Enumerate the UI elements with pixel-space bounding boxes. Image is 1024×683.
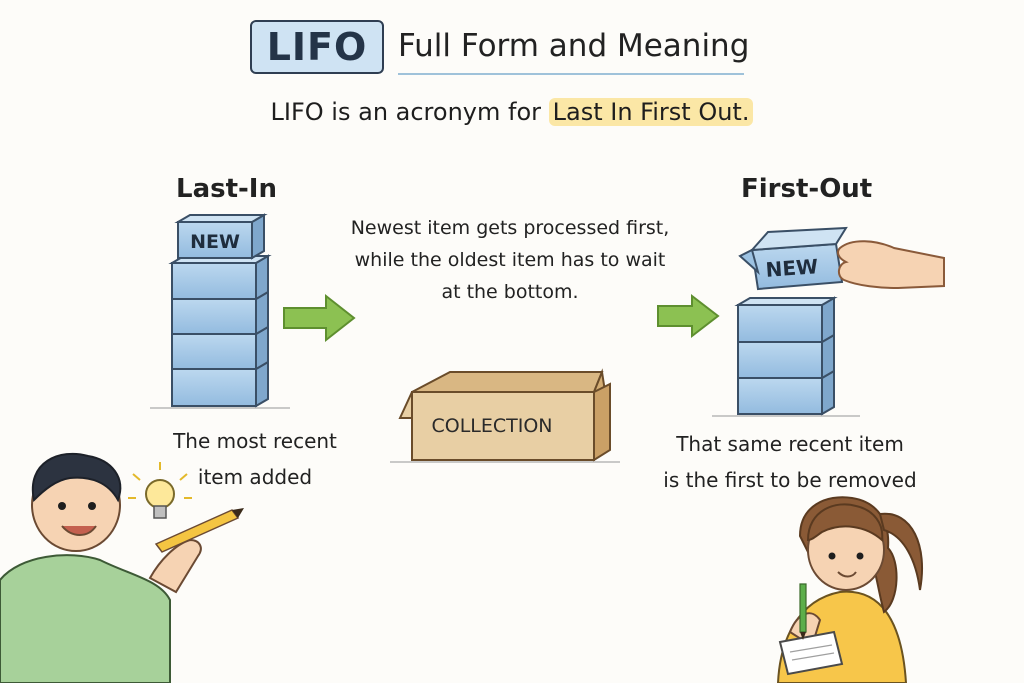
last-in-heading: Last-In [176,174,277,204]
subtitle: LIFO is an acronym for Last In First Out… [0,98,1024,126]
stack-box-3 [171,290,269,336]
pencil-icon-girl [799,583,807,640]
new-box-left [174,213,268,260]
title-underline [398,73,744,75]
right-stack-box-2 [737,333,835,380]
lightbulb-icon [128,462,192,519]
new-box-lifted [738,226,848,291]
right-stack-box-3 [737,369,835,416]
hand-icon [837,240,945,290]
center-explanation: Newest item gets processed first, while … [320,212,700,308]
right-caption-line-1: That same recent item [676,432,904,456]
right-caption: That same recent item is the first to be… [640,426,940,498]
center-line-3: at the bottom. [441,281,579,303]
pencil-icon [154,508,244,553]
left-caption-line-2: item added [197,465,313,489]
new-box-lifted-label: NEW [765,254,819,282]
left-caption-line-1: The most recent [173,429,337,453]
lifo-badge-text: LIFO [266,25,368,69]
right-arrow-icon-2 [657,293,720,339]
right-caption-line-2: is the first to be removed [663,468,917,492]
boy-illustration [0,452,202,683]
center-line-1: Newest item gets processed first, [350,217,670,239]
collection-label: COLLECTION [431,415,552,437]
new-box-left-label: NEW [190,231,240,253]
lifo-badge: LIFO [250,20,384,74]
right-box-stack [734,296,838,416]
left-caption: The most recent item added [140,423,370,495]
left-box-stack [168,213,272,408]
notepad-icon [778,630,844,676]
center-line-2: while the oldest item has to wait [354,249,666,271]
first-out-heading: First-Out [741,174,873,204]
subtitle-highlight: Last In First Out. [548,98,754,126]
right-arrow-icon [283,293,356,343]
right-stack-box-1 [734,296,838,344]
stack-box-5 [171,360,269,408]
stack-box-2 [168,254,272,301]
collection-box [398,368,611,462]
subtitle-prefix: LIFO is an acronym for [270,98,541,126]
stack-box-4 [171,325,269,371]
page-title: Full Form and Meaning [398,28,750,64]
